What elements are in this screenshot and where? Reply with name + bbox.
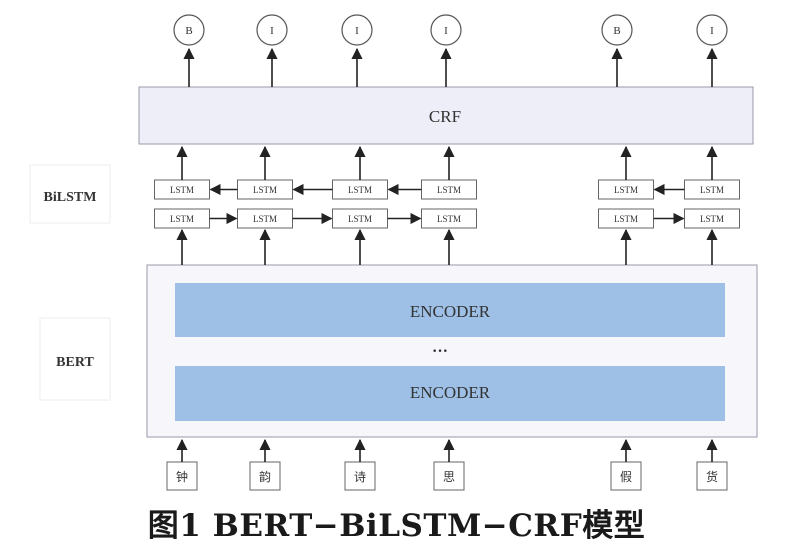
tag-label: B [185, 25, 192, 37]
lstm-label: LSTM [700, 185, 724, 195]
token-box [166, 461, 198, 491]
bilstm-label-box [29, 164, 111, 224]
lstm-label: LSTM [437, 185, 461, 195]
lstm-label: LSTM [253, 214, 277, 224]
tag-circle [430, 14, 462, 46]
encoder-block-top [175, 283, 725, 337]
token-char: 货 [706, 469, 718, 484]
connection-arrows [176, 47, 718, 462]
bert-label-box [39, 317, 111, 401]
bert-side-label: BERT [56, 355, 94, 370]
lstm-label: LSTM [614, 185, 638, 195]
bilstm-side-label: BiLSTM [44, 190, 97, 205]
tag-label: I [710, 25, 714, 37]
lstm-label: LSTM [253, 185, 277, 195]
encoder-block-bottom [175, 366, 725, 421]
tag-label: I [444, 25, 448, 37]
token-box [610, 461, 642, 491]
tag-circle [173, 14, 205, 46]
encoder-top-label: ENCODER [410, 302, 491, 321]
tag-circle [601, 14, 633, 46]
token-char: 假 [620, 470, 632, 484]
encoder-ellipsis: ··· [432, 343, 448, 360]
lstm-label: LSTM [348, 185, 372, 195]
bilstm-cells: LSTM LSTM LSTM LSTM LSTM LSTM LSTM LSTM LSTM LSTM… [154, 179, 740, 229]
tag-circle [696, 14, 728, 46]
lstm-label: LSTM [170, 185, 194, 195]
tag-label: I [355, 25, 359, 37]
token-box [433, 461, 465, 491]
bert-bilstm-crf-diagram: BiLSTM BERT CRF ENCODER ··· ENCODER B I I I… [29, 14, 758, 491]
tag-circle [341, 14, 373, 46]
token-char: 钟 [176, 469, 188, 484]
tag-label: B [613, 25, 620, 37]
input-tokens: 钟韵诗思假货 [166, 461, 728, 491]
figure-caption: 图1 BERT−BiLSTM−CRF模型 [147, 508, 646, 544]
token-char: 诗 [354, 470, 366, 484]
crf-label: CRF [429, 107, 461, 126]
encoder-bottom-label: ENCODER [410, 383, 491, 402]
tag-label: I [270, 25, 274, 37]
lstm-label: LSTM [170, 214, 194, 224]
lstm-label: LSTM [437, 214, 461, 224]
token-char: 思 [443, 470, 455, 484]
tag-circle [256, 14, 288, 46]
token-char: 韵 [259, 469, 271, 484]
token-box [249, 461, 281, 491]
lstm-label: LSTM [700, 214, 724, 224]
lstm-label: LSTM [348, 214, 372, 224]
lstm-label: LSTM [614, 214, 638, 224]
